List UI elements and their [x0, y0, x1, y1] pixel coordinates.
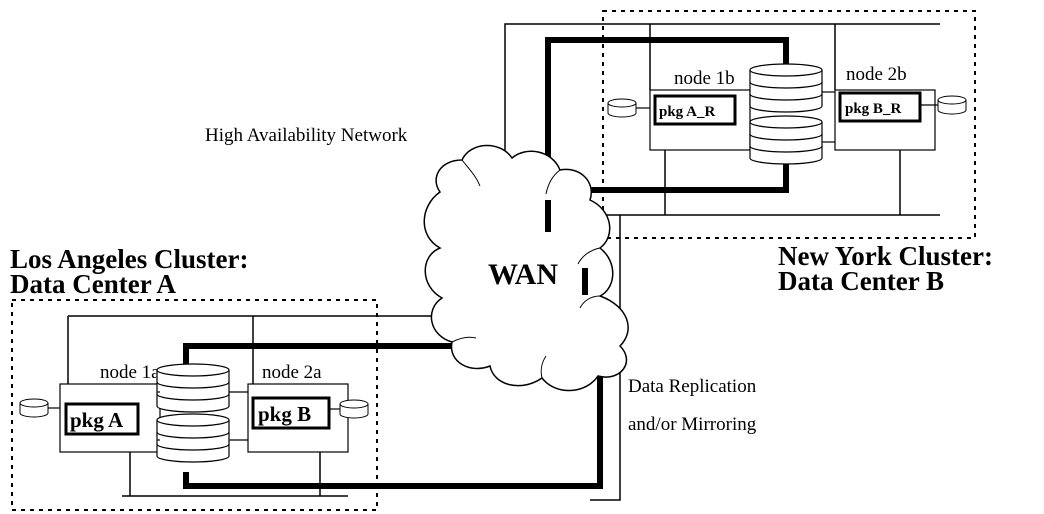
wan-label: WAN [488, 258, 558, 291]
west-local-disk-2 [339, 399, 369, 419]
east-local-disk-1 [607, 98, 637, 118]
west-local-disk-1 [19, 398, 49, 418]
west-disk-array-1 [156, 363, 230, 413]
pkg-a-label: pkg A [70, 408, 124, 432]
node-2b-label: node 2b [846, 64, 907, 85]
replication-label-line1: Data Replication [628, 376, 757, 397]
west-cluster-boundary [11, 299, 378, 511]
node-1b-label: node 1b [674, 68, 735, 89]
pkg-b-label: pkg B [258, 402, 311, 426]
west-disk-array-2 [156, 413, 230, 463]
node-1b: node 1b pkg A_R [649, 68, 751, 151]
node-2a: node 2a pkg B [247, 362, 349, 453]
node-1a: node 1a pkg A [59, 362, 161, 453]
node-2a-label: node 2a [262, 362, 322, 383]
east-disk-array-1 [749, 63, 823, 113]
west-cluster-title-line1: Los Angeles Cluster: [10, 244, 249, 274]
east-cluster-boundary [602, 10, 976, 239]
west-cluster-title-line2: Data Center A [10, 269, 176, 299]
node-1a-label: node 1a [100, 362, 160, 383]
pkg-b-r-label: pkg B_R [845, 101, 901, 117]
ha-network-label: High Availability Network [205, 125, 408, 146]
east-disk-array-2 [749, 115, 823, 165]
replication-label-line2: and/or Mirroring [628, 414, 757, 435]
pkg-a-r-label: pkg A_R [659, 104, 715, 120]
east-local-disk-2 [937, 95, 967, 115]
node-2b: node 2b pkg B_R [834, 64, 936, 151]
east-cluster-title-line1: New York Cluster: [778, 241, 993, 271]
east-cluster-title-line2: Data Center B [778, 266, 944, 296]
wan-cloud [423, 144, 629, 392]
